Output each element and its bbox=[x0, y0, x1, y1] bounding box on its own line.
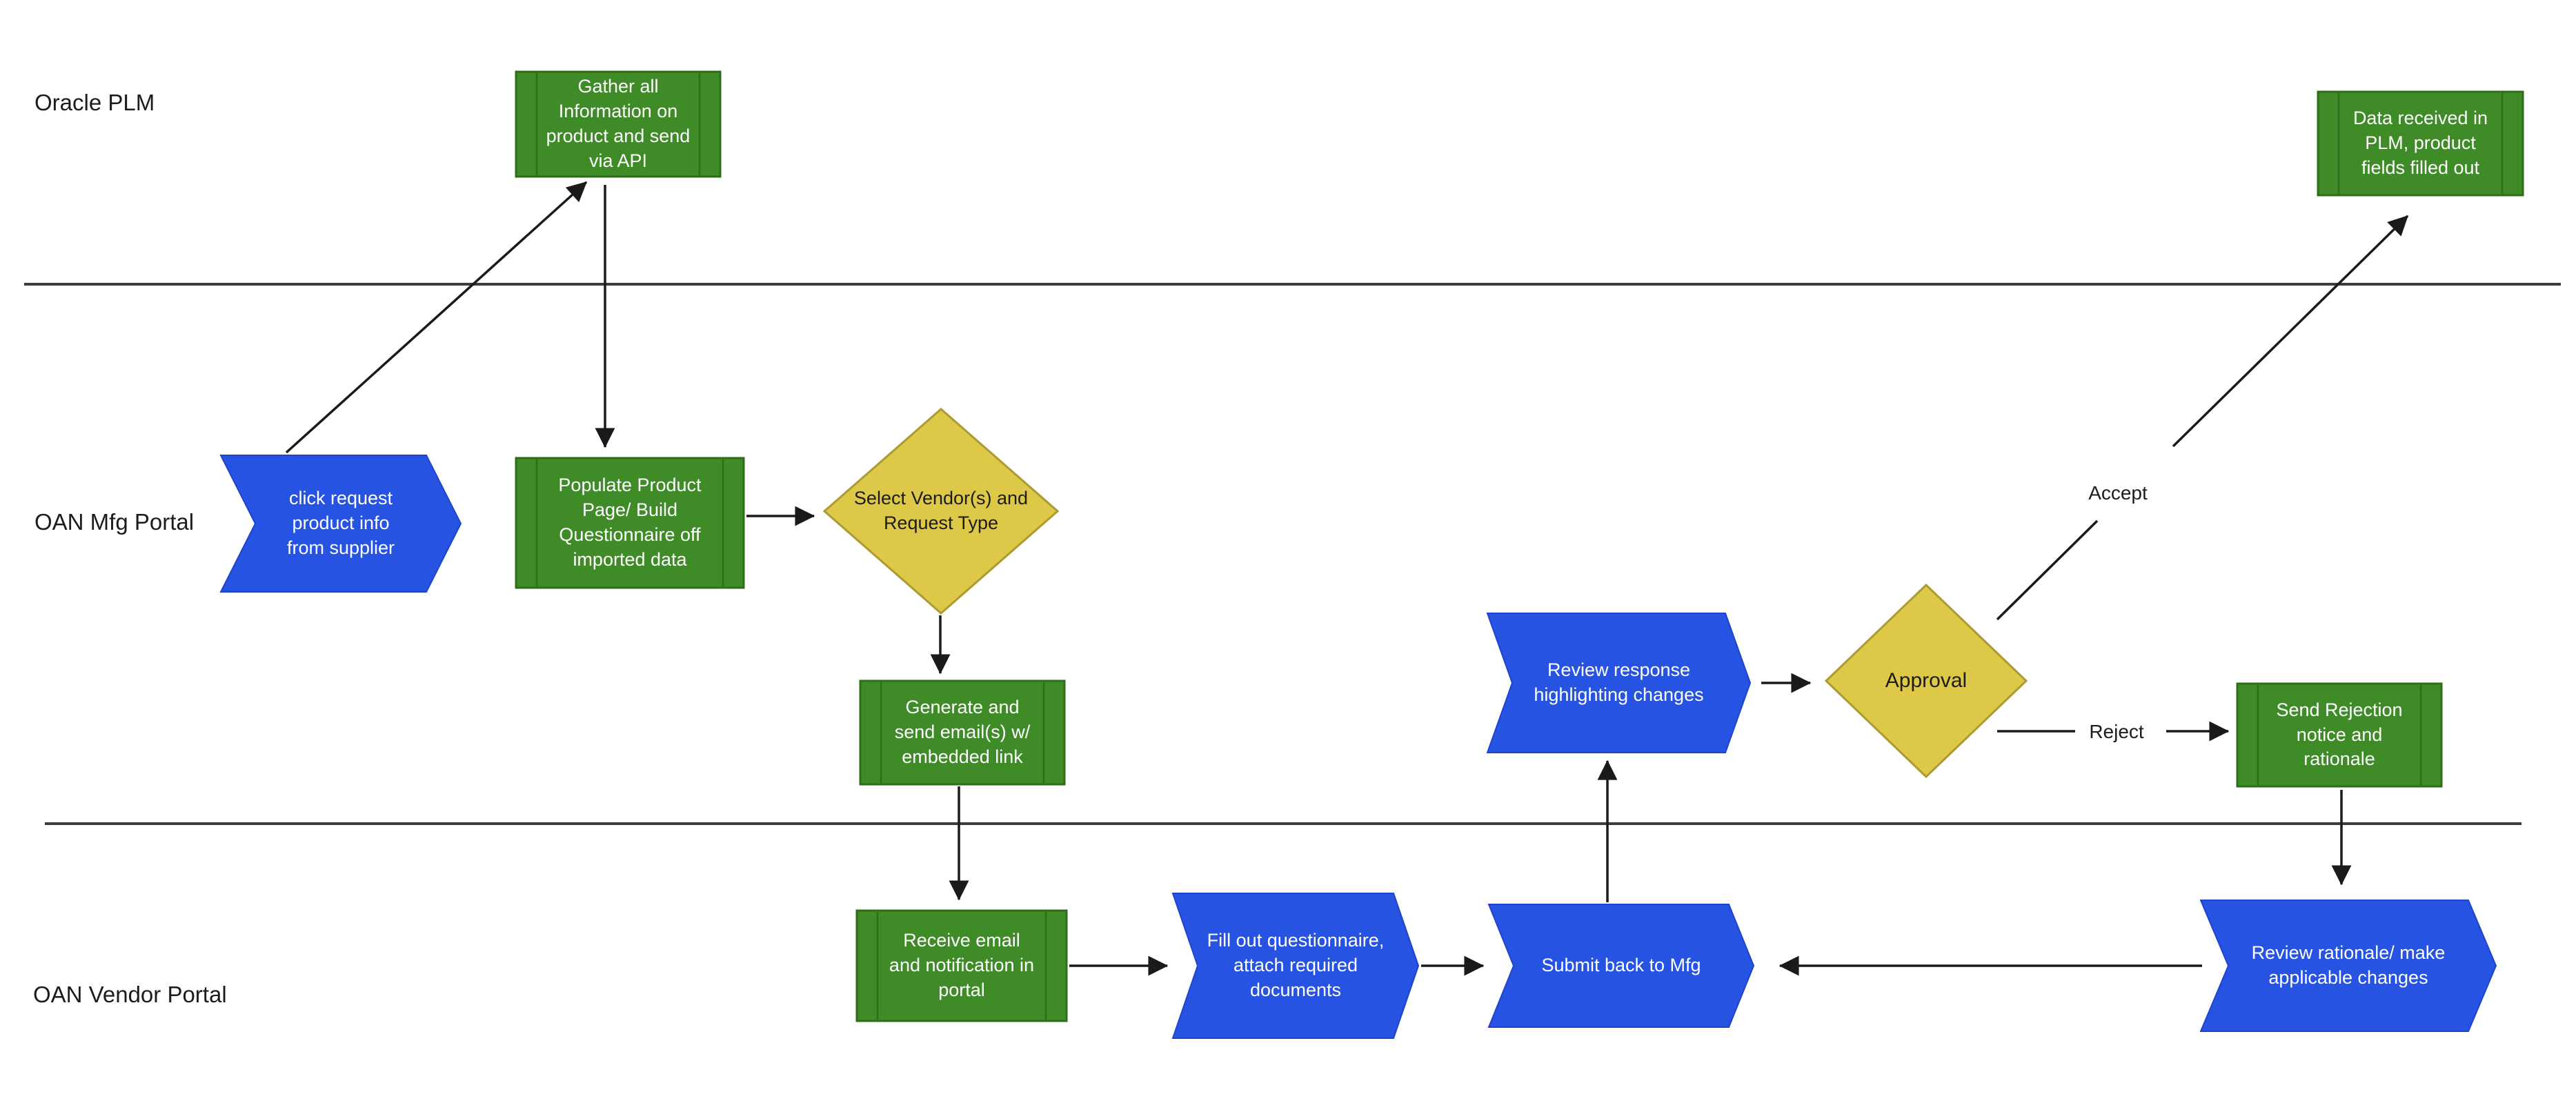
node-fill-questionnaire-shape bbox=[1171, 893, 1420, 1039]
node-receive-email-shape bbox=[855, 909, 1068, 1022]
node-submit-back-shape bbox=[1487, 904, 1755, 1028]
node-approval-shape bbox=[1824, 583, 2028, 779]
node-review-rationale-shape bbox=[2199, 900, 2497, 1032]
connector-accept-segment-1 bbox=[1996, 519, 2099, 621]
lane-label-oan-mfg-portal: OAN Mfg Portal bbox=[34, 509, 195, 535]
node-populate-page-shape bbox=[515, 457, 745, 589]
connector-click-request-to-gather bbox=[285, 181, 588, 454]
edge-label-accept: Accept bbox=[2088, 482, 2148, 504]
lane-label-oracle-plm: Oracle PLM bbox=[34, 90, 155, 115]
edge-label-reject: Reject bbox=[2089, 721, 2144, 742]
node-review-response-shape bbox=[1486, 613, 1752, 753]
lane-label-oan-vendor-portal: OAN Vendor Portal bbox=[33, 982, 227, 1007]
node-send-rejection-shape bbox=[2236, 682, 2443, 788]
connector-accept-segment-2 bbox=[2172, 215, 2409, 448]
node-gather-info-shape bbox=[515, 70, 722, 178]
node-data-received-shape bbox=[2317, 90, 2524, 197]
node-generate-email-shape bbox=[859, 679, 1066, 786]
node-select-vendor-shape bbox=[822, 408, 1060, 615]
node-click-request-shape bbox=[219, 455, 462, 593]
